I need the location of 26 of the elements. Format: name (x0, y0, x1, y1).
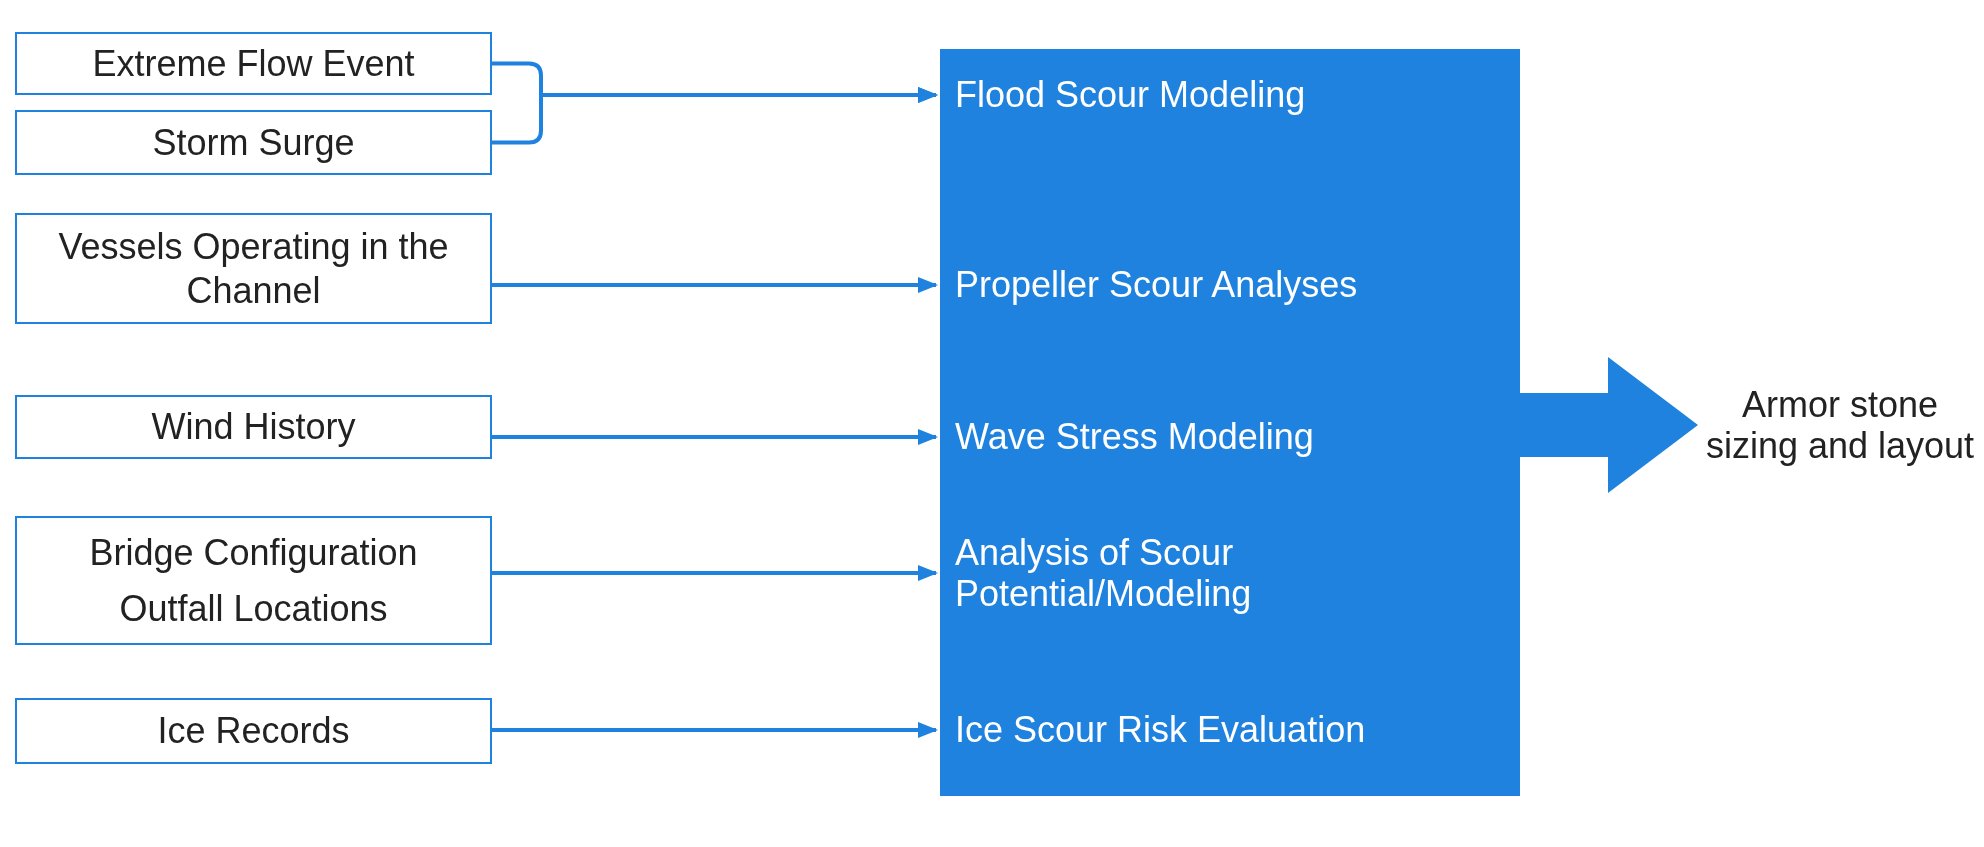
process-label: Analysis of Scour Potential/Modeling (955, 531, 1253, 615)
input-box (15, 213, 492, 324)
arrow (492, 722, 938, 738)
block-arrow (1520, 357, 1698, 493)
arrow (492, 565, 938, 581)
input-label: Outfall Locations (119, 586, 388, 630)
input-label: Storm Surge (152, 120, 355, 165)
input-box (15, 516, 492, 645)
input-label: Extreme Flow Event (92, 41, 415, 86)
arrow (492, 277, 938, 293)
process-label: Ice Scour Risk Evaluation (955, 709, 1366, 751)
input-label: Vessels Operating in the Channel (57, 225, 450, 312)
process-label: Propeller Scour Analyses (955, 264, 1358, 306)
arrow (492, 429, 938, 445)
input-label: Bridge Configuration (89, 531, 418, 575)
process-label: Flood Scour Modeling (955, 74, 1306, 116)
input-box (15, 698, 492, 764)
input-box (15, 32, 492, 95)
input-box (15, 395, 492, 459)
input-box (15, 110, 492, 175)
arrow (492, 87, 938, 145)
process-label: Wave Stress Modeling (955, 416, 1314, 458)
process-panel (940, 49, 1520, 796)
output-label: Armor stone sizing and layout (1704, 383, 1976, 467)
input-label: Ice Records (157, 709, 350, 753)
input-label: Wind History (151, 405, 356, 449)
